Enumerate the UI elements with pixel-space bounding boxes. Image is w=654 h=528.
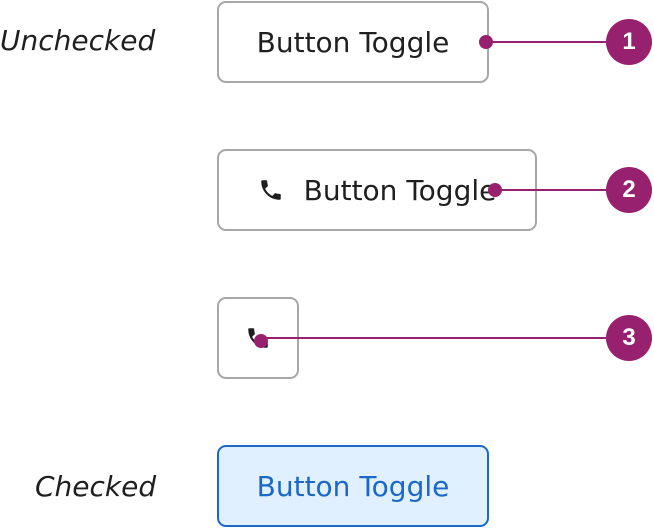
button-toggle-label: Button Toggle (256, 469, 450, 503)
button-toggle-icon-only[interactable] (217, 297, 299, 379)
phone-icon (245, 325, 271, 351)
button-toggle-label: Button Toggle (256, 25, 450, 59)
callout-badge-2: 2 (606, 167, 652, 213)
button-toggle-checked[interactable]: Button Toggle (217, 445, 489, 527)
callout-badge-3: 3 (606, 315, 652, 361)
button-toggle-icon-and-text[interactable]: Button Toggle (217, 149, 537, 231)
button-toggle-label: Button Toggle (303, 173, 497, 207)
callout-badge-1: 1 (606, 19, 652, 65)
unchecked-state-label: Unchecked (0, 24, 156, 57)
phone-icon (258, 177, 284, 203)
button-toggle-text-only[interactable]: Button Toggle (217, 1, 489, 83)
checked-state-label: Checked (35, 470, 157, 503)
